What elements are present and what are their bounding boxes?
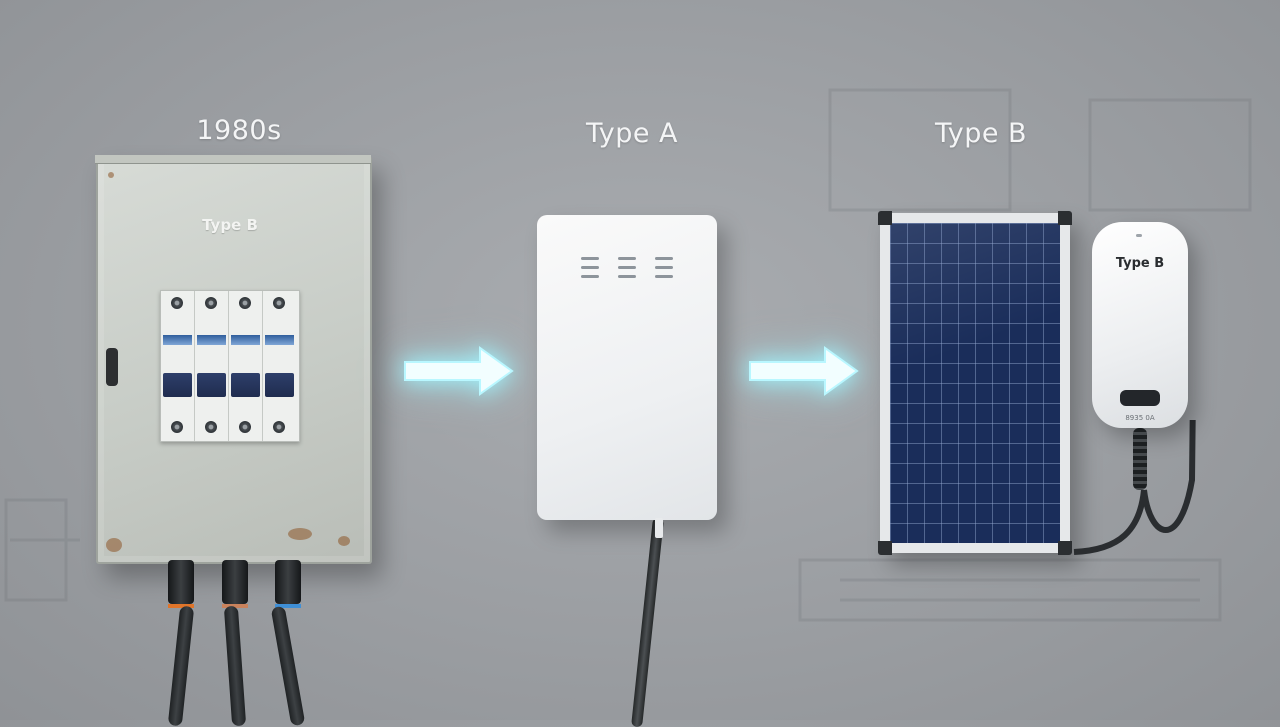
charger-label: Type B [1115, 256, 1165, 271]
cable-gland [275, 560, 301, 604]
vent-slot [618, 257, 636, 260]
panel-top-lip [95, 155, 371, 164]
screw-icon [171, 421, 183, 433]
cable [270, 605, 306, 727]
screw-icon [273, 297, 285, 309]
charger-socket [1120, 390, 1160, 406]
cable-color-ring [168, 604, 194, 608]
frame-corner [1058, 211, 1072, 225]
cable-gland [222, 560, 248, 604]
cable-gland [168, 560, 194, 604]
circuit-breaker-block [160, 290, 300, 442]
screw-icon [239, 297, 251, 309]
type-b-charger: Type B 8935 0A [1092, 222, 1188, 428]
vent-slot [581, 266, 599, 269]
solar-panel [878, 211, 1072, 555]
vent-slot [655, 275, 673, 278]
breaker-toggle [265, 373, 294, 397]
screw-icon [205, 297, 217, 309]
solar-cells [890, 223, 1060, 543]
breaker-label-strip [231, 335, 260, 345]
rust-spot [106, 538, 122, 552]
unit-a-cable [631, 517, 664, 727]
breaker-label-strip [265, 335, 294, 345]
caption-type-b: Type B [934, 118, 1028, 149]
caption-type-a: Type A [585, 118, 679, 149]
vent-slot [655, 266, 673, 269]
rust-spot [338, 536, 350, 546]
charger-cable-coil [1133, 428, 1147, 490]
breaker-label-strip [197, 335, 226, 345]
panel-label: Type B [202, 216, 258, 234]
cable-color-ring [275, 604, 301, 608]
screw-icon [239, 421, 251, 433]
frame-corner [878, 211, 892, 225]
frame-corner [1058, 541, 1072, 555]
screw-icon [273, 421, 285, 433]
vent-slot [581, 257, 599, 260]
arrow-right-icon [749, 346, 859, 396]
cable [223, 605, 247, 727]
arrow-right-icon [404, 346, 514, 396]
vent-slot [655, 257, 673, 260]
background-schematic-left [4, 498, 80, 602]
breaker-toggle [163, 373, 192, 397]
circuit-breaker [229, 291, 263, 441]
type-a-unit [537, 215, 717, 520]
panel-door-handle [106, 348, 118, 386]
rust-spot [108, 172, 114, 178]
cable [167, 605, 195, 727]
vent-slot [618, 266, 636, 269]
screw-icon [205, 421, 217, 433]
unit-a-cable-plug [655, 518, 663, 538]
circuit-breaker [263, 291, 296, 441]
charger-model-text: 8935 0A [1125, 414, 1155, 422]
circuit-breaker [195, 291, 229, 441]
circuit-breaker [161, 291, 195, 441]
rust-spot [288, 528, 312, 540]
frame-corner [878, 541, 892, 555]
old-breaker-panel: Type B [95, 155, 372, 564]
breaker-label-strip [163, 335, 192, 345]
charger-cables [1073, 420, 1196, 555]
caption-era: 1980s [196, 115, 282, 146]
vent-slot [581, 275, 599, 278]
screw-icon [171, 297, 183, 309]
breaker-toggle [197, 373, 226, 397]
cable-color-ring [222, 604, 248, 608]
charger-indicator [1136, 234, 1142, 237]
background-schematic-right [798, 88, 1252, 622]
vent-slot [618, 275, 636, 278]
breaker-toggle [231, 373, 260, 397]
